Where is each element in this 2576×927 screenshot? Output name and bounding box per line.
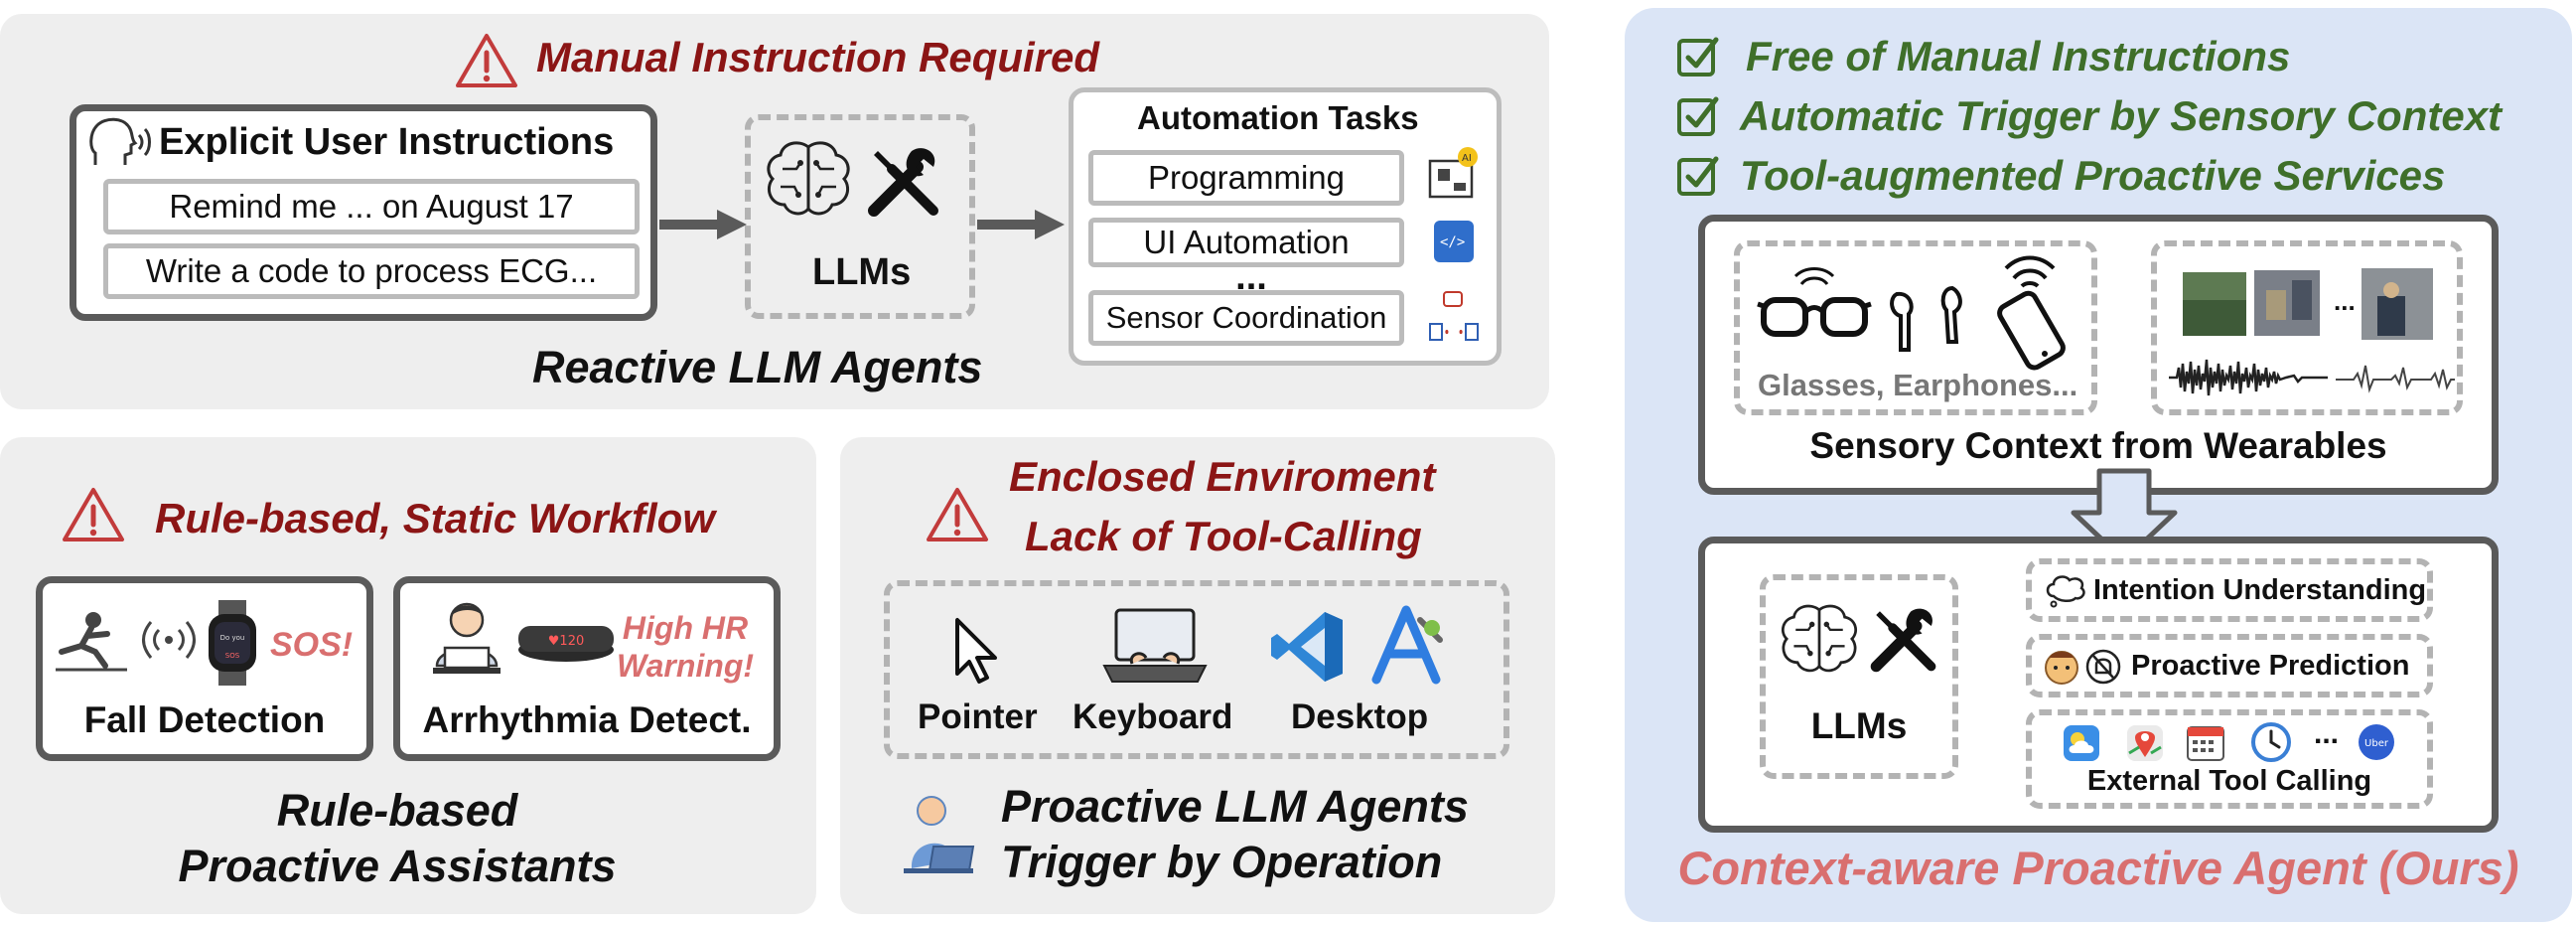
task-programming: Programming xyxy=(1088,150,1404,206)
audio-waveform-icon xyxy=(2169,359,2328,396)
task-sensor-coordination: Sensor Coordination xyxy=(1088,290,1404,346)
reactive-agents-caption: Reactive LLM Agents xyxy=(532,342,983,392)
smartwatch-icon: Do you SOS xyxy=(209,600,256,686)
clock-app-icon xyxy=(2251,722,2291,762)
module-external-tool-calling: External Tool Calling xyxy=(2086,765,2372,797)
band-readout: ♥120 xyxy=(548,634,584,649)
sensory-context-title: Sensory Context from Wearables xyxy=(1809,425,2387,466)
static-workflow-warning: Rule-based, Static Workflow xyxy=(155,495,715,541)
enclosed-warning-line2: Lack of Tool-Calling xyxy=(1025,513,1422,559)
sensor-streams-box xyxy=(2151,240,2463,415)
smart-glasses-icon xyxy=(1757,267,1872,337)
ecg-signal-icon xyxy=(2336,365,2455,393)
speaking-head-icon xyxy=(89,117,151,165)
manual-instruction-warning: Manual Instruction Required xyxy=(536,34,1100,80)
flow-arrow xyxy=(659,210,747,239)
arrhythmia-label: Arrhythmia Detect. xyxy=(422,699,752,740)
earphones-icon xyxy=(1890,285,1962,352)
sos-alert: SOS! xyxy=(270,626,354,664)
automation-tasks-title: Automation Tasks xyxy=(1137,99,1419,136)
svg-text:AI: AI xyxy=(1462,153,1472,164)
rule-based-caption-line1: Rule-based xyxy=(276,785,518,836)
laptop-keyboard-icon xyxy=(1102,608,1208,683)
falling-person-icon xyxy=(56,612,127,672)
instruction-item: Remind me ... on August 17 xyxy=(103,179,640,234)
sensor-robot-icon xyxy=(1429,291,1479,341)
instruction-item: Write a code to process ECG... xyxy=(103,243,640,299)
signal-waves-icon xyxy=(142,621,196,659)
heart-rate-band-icon: ♥120 xyxy=(518,626,614,662)
module-intention-understanding: Intention Understanding xyxy=(2093,574,2427,606)
uber-app-icon: Uber xyxy=(2359,724,2394,760)
checkbox-icon xyxy=(1677,37,1719,77)
warning-icon xyxy=(63,488,124,541)
enclosed-caption-line2: Trigger by Operation xyxy=(1001,837,1443,887)
bell-off-icon xyxy=(2085,649,2121,685)
llm-label: LLMs xyxy=(812,251,912,293)
maps-app-icon xyxy=(2127,725,2163,761)
uber-icon-text: Uber xyxy=(2364,738,2389,749)
agent-llm-box xyxy=(1760,574,1958,779)
warning-icon xyxy=(456,34,517,87)
checkbox-icon xyxy=(1677,156,1719,196)
task-ui-automation: UI Automation xyxy=(1088,218,1404,267)
computer-tools-box xyxy=(884,580,1509,759)
brain-icon xyxy=(767,141,850,216)
checkbox-icon xyxy=(1677,96,1719,136)
rule-based-caption-line2: Proactive Assistants xyxy=(178,841,617,891)
tools-icon xyxy=(1870,608,1936,673)
agent-llm-label: LLMs xyxy=(1810,705,1908,746)
warning-icon xyxy=(927,488,988,541)
svg-text:</>: </> xyxy=(1440,234,1465,250)
thinking-face-icon xyxy=(2045,651,2078,685)
code-screen-icon: </> xyxy=(1434,221,1474,262)
enclosed-caption-line1: Proactive LLM Agents xyxy=(1001,781,1469,832)
benefit-free-of-instructions: Free of Manual Instructions xyxy=(1746,33,2291,79)
wearable-devices-box xyxy=(1734,240,2097,415)
enclosed-warning-line1: Enclosed Enviroment xyxy=(1009,453,1436,500)
thought-bubble-icon xyxy=(2046,575,2085,608)
pointer-icon xyxy=(955,618,997,684)
person-computer-icon xyxy=(904,796,975,873)
svg-text:SOS: SOS xyxy=(225,652,240,660)
benefit-tool-augmented: Tool-augmented Proactive Services xyxy=(1740,152,2446,199)
proactive-agent-box xyxy=(1698,537,2499,833)
weather-app-icon xyxy=(2064,725,2099,761)
calendar-app-icon xyxy=(2187,726,2224,761)
vscode-icon xyxy=(1271,612,1343,682)
intention-understanding-module xyxy=(2026,558,2433,622)
module-proactive-prediction: Proactive Prediction xyxy=(2131,650,2410,682)
smartphone-icon xyxy=(1997,255,2066,371)
proactive-prediction-module xyxy=(2026,634,2433,697)
user-instructions-title: Explicit User Instructions xyxy=(159,121,615,163)
llm-box xyxy=(745,114,975,319)
high-hr-alert-line2: Warning! xyxy=(616,648,755,684)
ours-caption: Context-aware Proactive Agent (Ours) xyxy=(1677,842,2519,894)
person-laptop-icon xyxy=(433,602,501,674)
tool-desktop-label: Desktop xyxy=(1291,697,1429,736)
circuit-board-icon: AI xyxy=(1428,147,1478,199)
tools-icon xyxy=(868,148,938,217)
wearable-devices-label: Glasses, Earphones... xyxy=(1758,368,2078,402)
high-hr-alert-line1: High HR xyxy=(622,610,749,646)
fall-detection-label: Fall Detection xyxy=(83,699,326,740)
svg-text:Do you: Do you xyxy=(220,634,245,642)
tool-pointer-label: Pointer xyxy=(918,697,1038,736)
video-frames-icon xyxy=(2183,268,2433,340)
brain-icon xyxy=(1781,604,1858,673)
tools-ellipsis: ... xyxy=(2314,717,2340,750)
frames-ellipsis: ... xyxy=(2334,286,2356,316)
xcode-icon xyxy=(1371,605,1443,685)
flow-arrow xyxy=(977,210,1065,239)
benefit-automatic-trigger: Automatic Trigger by Sensory Context xyxy=(1740,92,2503,139)
external-tool-calling-module xyxy=(2026,709,2433,809)
tool-keyboard-label: Keyboard xyxy=(1073,697,1233,736)
